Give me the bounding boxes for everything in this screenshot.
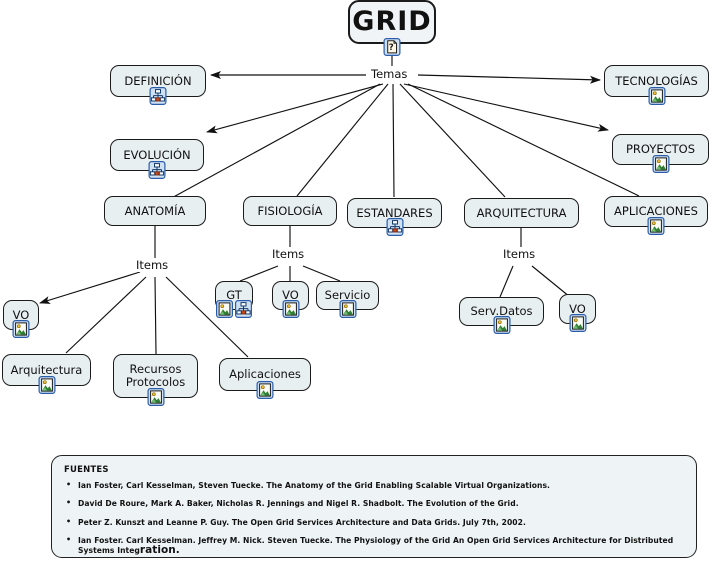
source-item-emphasis: ration. [139, 544, 180, 557]
node-fisiologia[interactable]: FISIOLOGÍA [243, 196, 337, 226]
node-definicion[interactable]: DEFINICIÓN [110, 65, 206, 105]
node-evolucion-icons [148, 161, 166, 179]
image-icon[interactable] [38, 376, 56, 394]
node-arquitectura-sub[interactable]: Arquitectura [2, 354, 91, 394]
node-estandares-label: ESTANDARES [356, 205, 433, 220]
node-aplicaciones-sub[interactable]: Aplicaciones [219, 358, 311, 399]
node-anatomia-label: ANATOMÍA [124, 203, 186, 218]
node-servicio-icons [339, 300, 357, 318]
node-serv-datos[interactable]: Serv.Datos [459, 297, 544, 334]
node-gt-icons [216, 300, 253, 318]
node-recursos-protocolos-icons [147, 388, 165, 406]
node-arquitectura-label: ARQUITECTURA [476, 205, 567, 220]
node-vo-arquitectura-label: VO [569, 301, 586, 316]
node-servicio[interactable]: Servicio [316, 281, 379, 318]
node-tecnologias-label: TECNOLOGÍAS [615, 73, 698, 88]
node-arquitectura-sub-label: Arquitectura [10, 362, 83, 377]
image-icon[interactable] [652, 155, 670, 173]
node-proyectos-label: PROYECTOS [625, 142, 696, 157]
node-recursos-protocolos-line2: Protocolos [125, 375, 186, 389]
image-icon[interactable] [569, 314, 587, 332]
sources-panel: FUENTES Ian Foster, Carl Kesselman, Stev… [51, 455, 697, 558]
sources-list: Ian Foster, Carl Kesselman, Steven Tueck… [64, 481, 684, 557]
link-label-items-anatomia: Items [133, 258, 172, 272]
hierarchy-icon[interactable] [386, 218, 404, 236]
image-icon[interactable] [12, 320, 30, 338]
link-label-items-arquitectura: Items [500, 247, 539, 261]
node-vo-fisiologia[interactable]: VO [272, 281, 309, 318]
node-tecnologias[interactable]: TECNOLOGÍAS [604, 65, 709, 105]
source-item: Peter Z. Kunszt and Leanne P. Guy. The O… [64, 518, 684, 527]
image-icon[interactable] [339, 300, 357, 318]
hierarchy-icon[interactable] [148, 161, 166, 179]
node-grid-label: GRID [352, 5, 432, 37]
document-question-icon[interactable]: ? [383, 33, 401, 56]
node-tecnologias-icons [648, 87, 666, 105]
image-icon[interactable] [256, 381, 274, 399]
node-aplicaciones-top-label: APLICACIONES [614, 204, 698, 219]
node-proyectos[interactable]: PROYECTOS [612, 134, 709, 173]
node-definicion-icons [149, 87, 167, 105]
node-vo-fisiologia-label: VO [282, 288, 299, 303]
node-aplicaciones-sub-icons [256, 381, 274, 399]
node-gt[interactable]: GT [215, 281, 253, 318]
source-item: Ian Foster. Carl Kesselman. Jeffrey M. N… [64, 536, 684, 557]
source-item: David De Roure, Mark A. Baker, Nicholas … [64, 499, 684, 508]
node-aplicaciones-sub-label: Aplicaciones [229, 367, 301, 382]
image-icon[interactable] [147, 388, 165, 406]
node-vo-arquitectura[interactable]: VO [559, 294, 596, 332]
node-aplicaciones-top-icons [647, 217, 665, 235]
node-estandares-icons [386, 218, 404, 236]
node-estandares[interactable]: ESTANDARES [347, 198, 442, 236]
node-recursos-protocolos[interactable]: Recursos Protocolos [113, 354, 198, 406]
node-vo-arquitectura-icons [569, 314, 587, 332]
source-item: Ian Foster, Carl Kesselman, Steven Tueck… [64, 481, 684, 490]
node-grid[interactable]: GRID ? [348, 0, 436, 56]
image-icon[interactable] [647, 217, 665, 235]
node-anatomia[interactable]: ANATOMÍA [104, 196, 206, 226]
image-icon[interactable] [648, 87, 666, 105]
node-aplicaciones-top[interactable]: APLICACIONES [604, 196, 708, 235]
node-recursos-protocolos-line1: Recursos [129, 362, 182, 377]
hierarchy-icon[interactable] [149, 87, 167, 105]
link-label-temas: Temas [368, 67, 411, 81]
link-label-items-fisiologia: Items [269, 247, 308, 261]
node-vo-anatomia-icons [12, 320, 30, 338]
node-vo-fisiologia-icons [282, 300, 300, 318]
node-vo-anatomia[interactable]: VO [3, 300, 39, 338]
image-icon[interactable] [216, 300, 234, 318]
node-evolucion[interactable]: EVOLUCIÓN [110, 139, 204, 179]
hierarchy-icon[interactable] [235, 300, 253, 318]
node-fisiologia-label: FISIOLOGÍA [257, 203, 323, 218]
svg-text:?: ? [389, 43, 395, 53]
image-icon[interactable] [282, 300, 300, 318]
node-arquitectura[interactable]: ARQUITECTURA [464, 198, 579, 228]
node-vo-anatomia-label: VO [12, 307, 30, 322]
node-proyectos-icons [652, 155, 670, 173]
node-definicion-label: DEFINICIÓN [124, 73, 192, 88]
node-servicio-label: Servicio [324, 288, 371, 303]
node-evolucion-label: EVOLUCIÓN [123, 147, 191, 162]
node-serv-datos-icons [493, 316, 511, 334]
node-grid-icons: ? [383, 33, 401, 56]
image-icon[interactable] [493, 316, 511, 334]
node-serv-datos-label: Serv.Datos [470, 304, 533, 319]
node-arquitectura-sub-icons [38, 376, 56, 394]
sources-heading: FUENTES [64, 465, 109, 475]
